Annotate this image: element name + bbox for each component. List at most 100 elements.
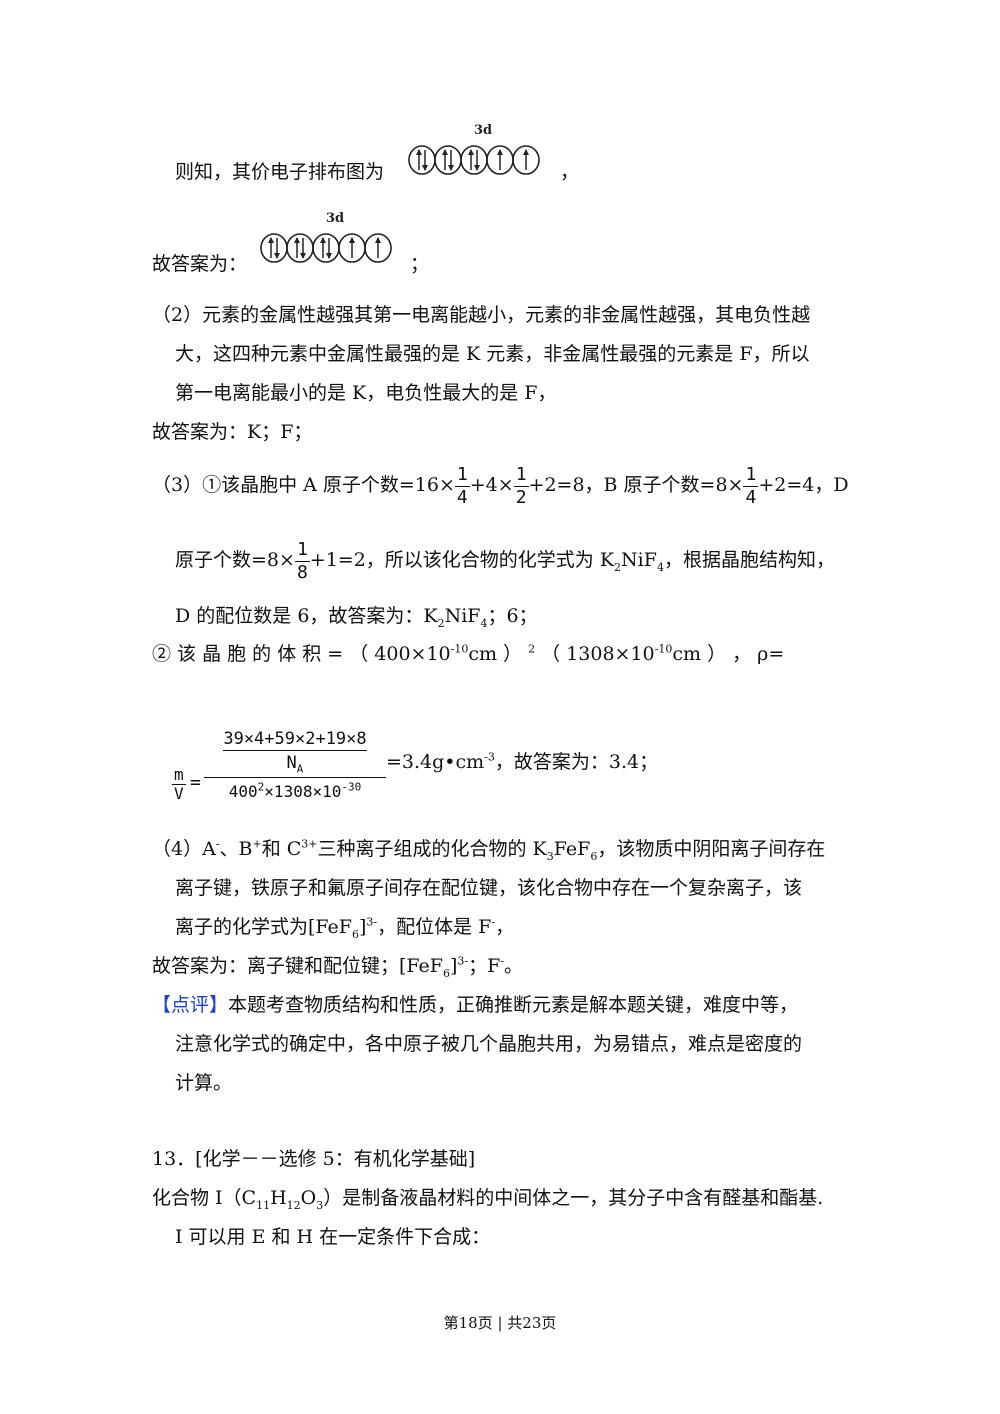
big-fraction: 39×4+59×2+19×8 NA 4002×1308×10-30 (204, 728, 386, 806)
p3-b3: NiF (621, 549, 657, 571)
fraction-m-v: m V (172, 766, 186, 803)
sub: 6 (590, 849, 598, 863)
p3-a4: +2=4，D (758, 474, 849, 496)
arrow-head (422, 165, 428, 171)
frac-den: 4 (456, 486, 468, 508)
arrow-head (300, 253, 306, 259)
sub: 6 (443, 966, 450, 980)
p3-a2: +4× (469, 474, 514, 496)
p4-ans-a: 故答案为：离子键和配位键；[FeF (152, 955, 443, 977)
sup: - (215, 837, 220, 851)
orbital-diagram-1: 3d (406, 120, 556, 185)
density-value: =3.4g•cm (386, 751, 485, 773)
arrow-head (416, 149, 422, 155)
p3-b1: 原子个数=8× (175, 549, 295, 571)
frac-den-v: V (174, 784, 184, 803)
q13-line-2: I 可以用 E 和 H 在一定条件下合成： (175, 1226, 491, 1248)
sub-2: 2 (614, 560, 622, 574)
p4-line-1: （4）A-、B+和 C3+三种离子组成的化合物的 K3FeF6，该物质中阴阳离子… (152, 837, 826, 862)
tail-semicolon: ； (410, 253, 430, 275)
p4-l3b: ] (358, 916, 367, 938)
p4-ans-d: 。 (504, 955, 524, 977)
sup: 3- (457, 954, 469, 968)
orbital-3d-icon: 3d (408, 123, 540, 175)
den-sup2: 2 (257, 780, 265, 794)
p4-ans-c: ；F (468, 955, 501, 977)
sub: 11 (256, 1198, 271, 1212)
arrow-head (442, 149, 448, 155)
p3-a1: （3）①该晶胞中 A 原子个数=16× (152, 474, 455, 496)
p4-l1c: 和 C (261, 838, 302, 860)
equals-sign: = (190, 772, 201, 793)
inner-den: NA (223, 751, 366, 775)
p4-l3a: 离子的化学式为[FeF (175, 916, 352, 938)
q13-line-1: 化合物 I（C11H12O3）是制备液晶材料的中间体之一，其分子中含有醛基和酯基… (152, 1187, 824, 1211)
orbital-label: 3d (474, 123, 492, 138)
q13-l1d: ）是制备液晶材料的中间体之一，其分子中含有醛基和酯基. (323, 1187, 824, 1209)
p4-l3c: ，配位体是 F (377, 916, 492, 938)
den-400: 400 (228, 782, 258, 801)
sub: 6 (351, 927, 359, 941)
inner-fraction: 39×4+59×2+19×8 NA (223, 728, 367, 775)
p3-b4: ，根据晶胞结构知， (663, 549, 835, 571)
orbital-cell (408, 145, 436, 175)
arrow-head (497, 149, 503, 155)
arrow-head (474, 165, 480, 171)
p4-line-2: 离子键，铁原子和氟原子间存在配位键，该化合物中存在一个复杂离子，该 (175, 877, 803, 899)
big-denominator: 4002×1308×10-30 (204, 778, 386, 806)
p2-answer: 故答案为：K；F； (152, 421, 313, 443)
sup: - (500, 954, 505, 968)
na-sub: A (296, 762, 304, 776)
p3-b2: +1=2，所以该化合物的化学式为 K (309, 549, 615, 571)
sub-4: 4 (656, 560, 664, 574)
den-sup-30: -30 (341, 780, 362, 794)
comment-tag: 【点评】 (152, 994, 229, 1016)
arrow-head (274, 253, 280, 259)
p3-d: ② 该 晶 胞 的 体 积 = （ 400×10 (152, 643, 451, 665)
sub: 12 (286, 1198, 301, 1212)
orbital-cell (260, 233, 288, 263)
orbital-cell (434, 145, 462, 175)
comment-line-1: 【点评】本题考查物质结构和性质，正确推断元素是解本题关键，难度中等， (152, 996, 798, 1015)
sub: 3 (546, 849, 554, 863)
orbital-cell (512, 145, 540, 175)
frac-num: 1 (294, 538, 310, 562)
q13-l1c: O (300, 1187, 317, 1209)
p4-l3d: ， (495, 916, 515, 938)
p3-d2: cm ） (468, 643, 523, 665)
sup-neg10: -10 (450, 642, 469, 656)
p4-l1b: 、B (219, 838, 253, 860)
orbital-cell (286, 233, 314, 263)
den-rest: ×1308×10 (264, 782, 342, 801)
p2-line-3: 第一电离能最小的是 K，电负性最大的是 F， (175, 382, 557, 404)
p4-l1a: （4）A (152, 838, 216, 860)
p4-l1f: ，该物质中阴阳离子间存在 (597, 838, 826, 860)
arrow-head (523, 149, 529, 155)
frac-num: 1 (743, 463, 759, 487)
density-formula: m V = 39×4+59×2+19×8 NA 4002×1308×10-30 … (172, 728, 672, 818)
p2-line-1: （2）元素的金属性越强其第一电离能越小，元素的非金属性越强，其电负性越 (152, 304, 811, 326)
p3-line-d: ② 该 晶 胞 的 体 积 = （ 400×10-10cm ） 2 （ 1308… (152, 642, 784, 665)
p4-answer: 故答案为：离子键和配位键；[FeF6]3-；F-。 (152, 954, 524, 979)
p4-line-3: 离子的化学式为[FeF6]3-，配位体是 F-， (175, 915, 515, 940)
p3-line-c: D 的配位数是 6，故答案为：K2NiF4；6； (175, 607, 538, 629)
orbital-cell (312, 233, 340, 263)
q13-title: 13．[化学－－选修 5：有机化学基础] (152, 1148, 476, 1170)
answer-line-1-tail: ； (410, 255, 429, 274)
sup: 3- (366, 915, 378, 929)
arrow-head (468, 149, 474, 155)
frac-den: 2 (515, 486, 527, 508)
frac-den: 8 (296, 561, 308, 583)
sup: + (252, 837, 262, 851)
orbital-intro-text: 则知，其价电子排布图为 (175, 161, 385, 183)
frac-num: 1 (454, 463, 470, 487)
p2-line-2: 大，这四种元素中金属性最强的是 K 元素，非金属性最强的元素是 F，所以 (175, 343, 810, 365)
p3-a3: +2=8，B 原子个数=8× (528, 474, 744, 496)
arrow-head (448, 165, 454, 171)
orbital-line-1-tail: ， (560, 163, 579, 182)
